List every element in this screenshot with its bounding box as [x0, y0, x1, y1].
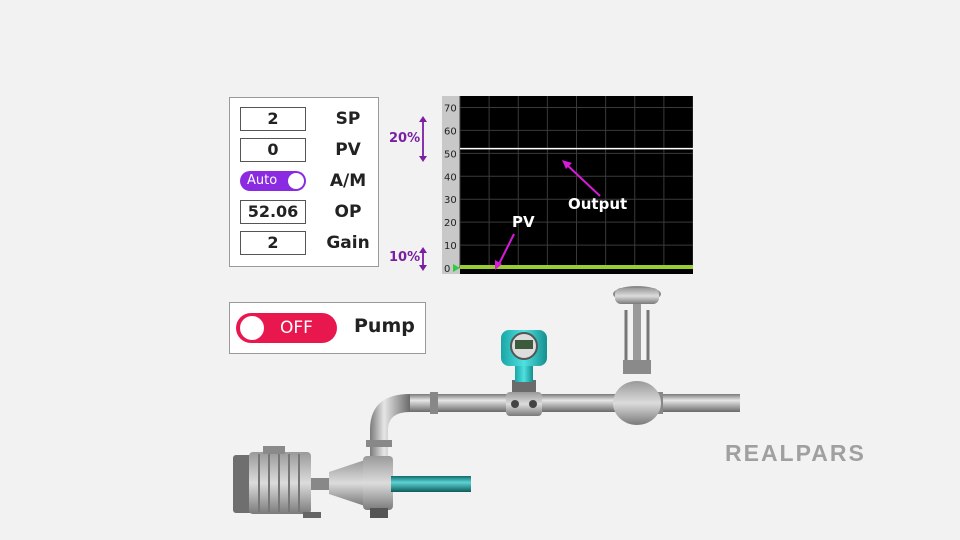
gain-value-field[interactable]: 2 [240, 231, 306, 255]
output-annotation-arrow [565, 163, 601, 197]
upper-band-arrow-icon [419, 116, 427, 162]
pv-annotation-arrow [497, 233, 515, 267]
lower-band-label: 10% [389, 250, 421, 265]
am-row: Auto A/M [240, 169, 375, 195]
chart-y-ticks: 0 10 20 30 40 50 60 70 [444, 103, 457, 274]
pump-motor [233, 446, 331, 518]
gain-label: Gain [326, 233, 370, 253]
sp-value-field[interactable]: 2 [240, 107, 306, 131]
pv-annotation-arrowhead-icon [495, 260, 502, 270]
gain-row: 2 Gain [240, 231, 375, 257]
pv-value-field: 0 [240, 138, 306, 162]
centrifugal-pump [329, 456, 471, 518]
lower-band-arrow-icon [419, 247, 427, 271]
sp-row: 2 SP [240, 107, 375, 133]
output-annotation: Output [568, 195, 627, 213]
pump-state-text: OFF [280, 318, 313, 338]
pv-row: 0 PV [240, 138, 375, 164]
chart-vertical-grid [459, 96, 693, 268]
chart-cursor-marker-icon [453, 264, 460, 272]
chart-y-tick-label: 30 [444, 195, 457, 206]
upper-band-label: 20% [389, 131, 421, 146]
op-row: 52.06 OP [240, 200, 375, 226]
pv-label: PV [335, 140, 361, 160]
toggle-knob [240, 316, 264, 340]
sp-label: SP [335, 109, 361, 129]
am-label: A/M [329, 171, 367, 191]
flow-transmitter [501, 330, 547, 416]
main-pipe [366, 392, 740, 465]
output-annotation-arrowhead-icon [562, 160, 572, 169]
op-label: OP [334, 202, 362, 222]
chart-y-tick-label: 10 [444, 241, 457, 252]
chart-y-tick-label: 60 [444, 126, 457, 137]
op-value-field[interactable]: 52.06 [240, 200, 306, 224]
trend-chart: 0 10 20 30 40 50 60 70 Output PV [442, 96, 693, 274]
chart-series [460, 147, 693, 269]
realpars-logo: REALPARS [725, 440, 866, 466]
auto-manual-mode-text: Auto [247, 173, 278, 188]
pv-annotation: PV [512, 213, 535, 231]
chart-axis-strip [442, 96, 460, 274]
pump-control: OFF Pump [229, 302, 426, 354]
pid-faceplate: 2 SP 0 PV Auto A/M 52.06 OP 2 Gain [229, 97, 379, 267]
chart-y-tick-label: 50 [444, 149, 457, 160]
toggle-knob [288, 173, 304, 189]
auto-manual-toggle[interactable]: Auto [240, 171, 306, 191]
chart-y-tick-label: 20 [444, 218, 457, 229]
pump-toggle[interactable]: OFF [236, 313, 337, 343]
process-diagram [233, 286, 740, 518]
chart-y-tick-label: 70 [444, 103, 457, 114]
pump-label: Pump [354, 315, 415, 337]
control-valve [613, 286, 661, 425]
chart-y-tick-label: 40 [444, 172, 457, 183]
chart-y-tick-label: 0 [444, 264, 450, 274]
